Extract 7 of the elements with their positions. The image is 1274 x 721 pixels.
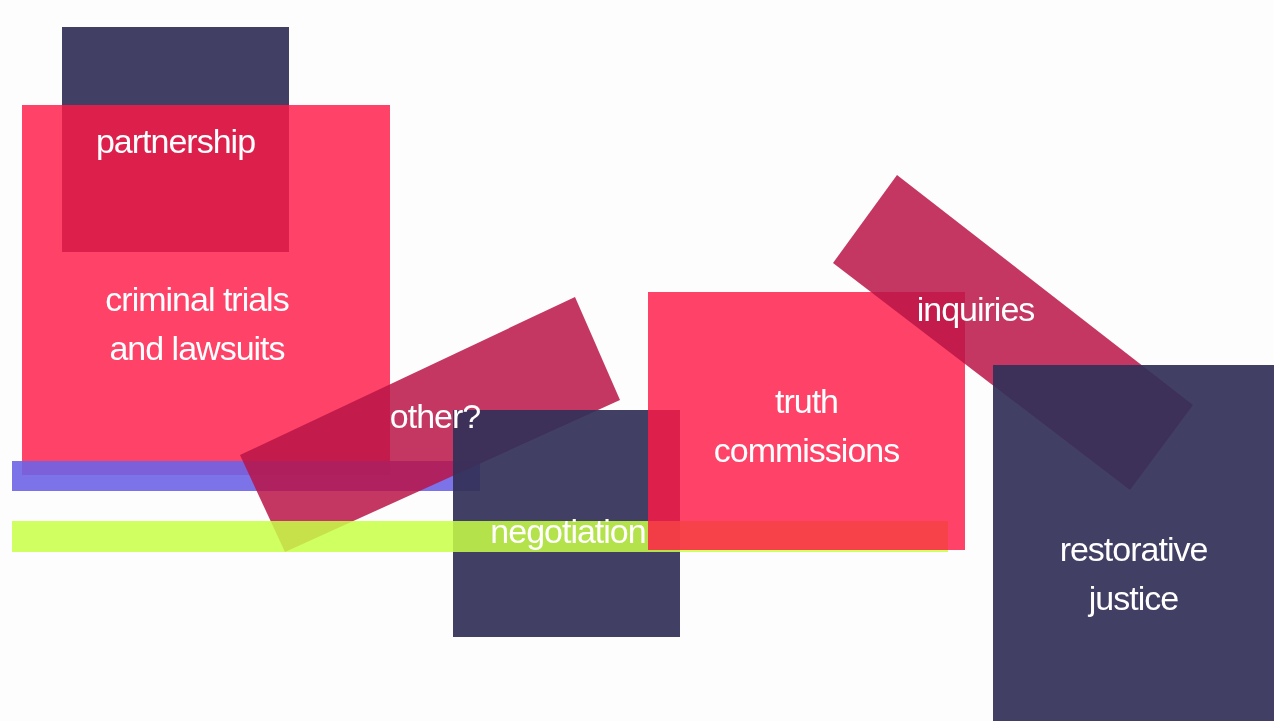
category-box (993, 365, 1274, 721)
category-label: truth commissions (712, 381, 901, 472)
category-label: inquiries (915, 289, 1036, 330)
category-label: negotiation (489, 511, 647, 552)
category-label: criminal trials and lawsuits (104, 279, 290, 370)
category-label: partnership (94, 121, 257, 162)
category-label: restorative justice (1058, 529, 1209, 620)
